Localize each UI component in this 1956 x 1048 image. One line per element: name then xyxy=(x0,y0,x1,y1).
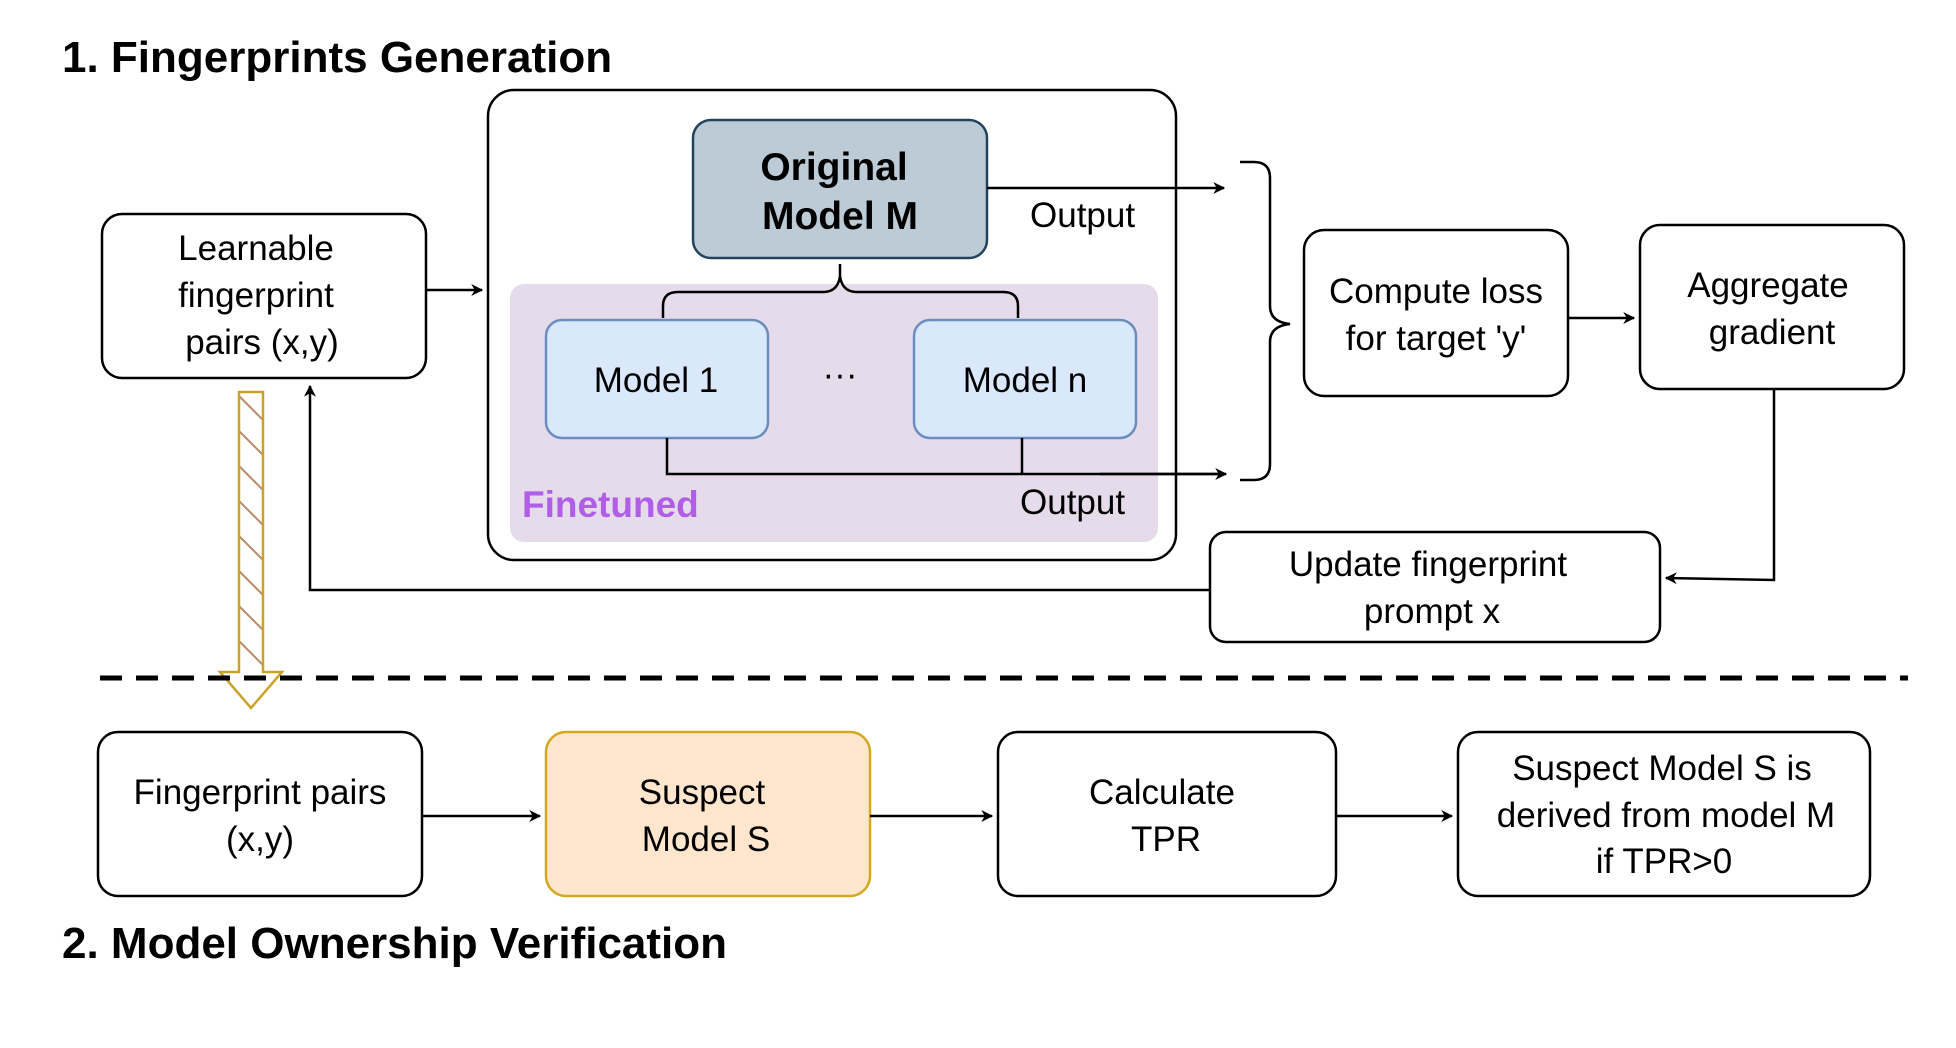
models-ellipsis: ··· xyxy=(823,355,858,394)
model-brace xyxy=(661,264,1020,318)
suspect-model-line-2: Model S xyxy=(642,820,770,859)
arrow-gradient-to-update xyxy=(1664,389,1776,585)
section-2-heading: 2. Model Ownership Verification xyxy=(62,919,727,968)
model-n-node: Model n xyxy=(912,318,1138,440)
calculate-tpr-line-1: Calculate xyxy=(1089,773,1235,812)
fingerprint-pairs-line-2: (x,y) xyxy=(226,820,294,859)
compute-loss-line-1: Compute loss xyxy=(1329,272,1543,311)
fingerprint-pairs-node: Fingerprint pairs (x,y) xyxy=(96,730,424,898)
learnable-fingerprint-pairs-node: Learnable fingerprint pairs (x,y) xyxy=(100,212,428,380)
original-model-line-1: Original xyxy=(760,146,907,189)
compute-loss-line-2: for target 'y' xyxy=(1346,319,1527,358)
calculate-tpr-line-2: TPR xyxy=(1131,820,1201,859)
update-prompt-node: Update fingerprint prompt x xyxy=(1208,530,1662,644)
model-n-label: Model n xyxy=(963,361,1088,400)
learnable-pairs-line-1: Learnable xyxy=(178,229,334,268)
calculate-tpr-node: Calculate TPR xyxy=(996,730,1338,898)
finetuned-output-connector xyxy=(665,438,1224,476)
section-1-heading: 1. Fingerprints Generation xyxy=(62,33,612,82)
derived-result-line-3: if TPR>0 xyxy=(1596,842,1733,881)
learnable-pairs-line-2: fingerprint xyxy=(178,276,334,315)
model-1-label: Model 1 xyxy=(594,361,719,400)
original-model-line-2: Model M xyxy=(762,195,918,238)
suspect-model-node: Suspect Model S xyxy=(544,730,872,898)
output-label-bottom: Output xyxy=(1020,483,1125,522)
hatched-down-arrow xyxy=(217,390,285,710)
aggregate-gradient-node: Aggregate gradient xyxy=(1638,223,1906,391)
output-brace xyxy=(1240,160,1291,482)
original-model-node: Original Model M xyxy=(691,118,989,260)
derived-result-line-2: derived from model M xyxy=(1497,796,1835,835)
arrow-update-to-learnable xyxy=(304,384,1210,592)
model-1-node: Model 1 xyxy=(544,318,770,440)
derived-result-line-1: Suspect Model S is xyxy=(1512,749,1812,788)
learnable-pairs-line-3: pairs (x,y) xyxy=(185,323,339,362)
aggregate-gradient-line-2: gradient xyxy=(1709,313,1836,352)
suspect-model-line-1: Suspect xyxy=(639,773,766,812)
aggregate-gradient-line-1: Aggregate xyxy=(1687,266,1849,305)
compute-loss-node: Compute loss for target 'y' xyxy=(1302,228,1570,398)
finetuned-label: Finetuned xyxy=(522,484,699,525)
fingerprint-pairs-line-1: Fingerprint pairs xyxy=(134,773,387,812)
update-prompt-line-2: prompt x xyxy=(1364,592,1501,631)
derived-result-node: Suspect Model S is derived from model M … xyxy=(1456,730,1872,898)
output-label-top: Output xyxy=(1030,196,1135,235)
update-prompt-line-1: Update fingerprint xyxy=(1289,545,1567,584)
